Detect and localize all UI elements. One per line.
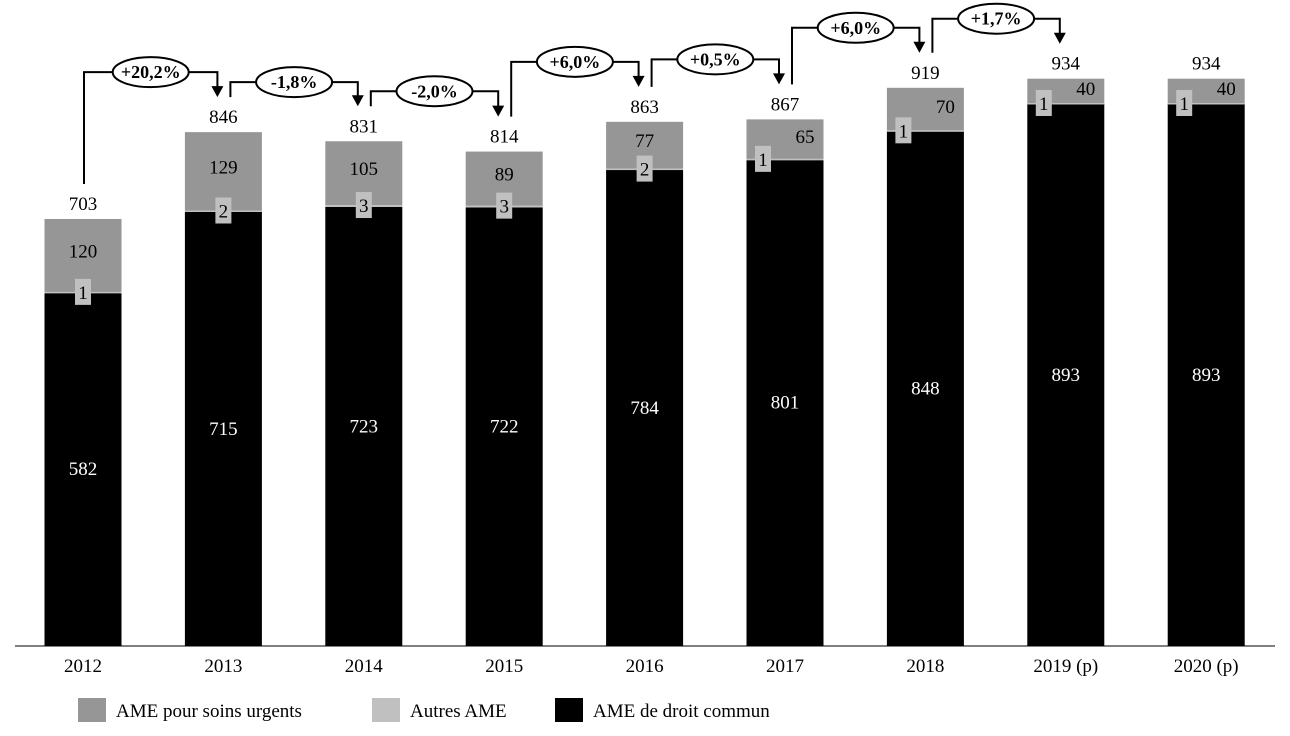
bar-segment-droit-commun [325, 206, 403, 647]
total-label: 814 [490, 127, 519, 148]
change-percent-label: -1,8% [271, 72, 318, 92]
bar-segment-autres [886, 130, 964, 132]
change-percent-label: +6,0% [830, 18, 881, 38]
change-badge [816, 11, 895, 44]
legend-swatch-droit-commun [555, 698, 583, 722]
data-label-urgents: 120 [69, 241, 98, 262]
arrow-down-icon [913, 41, 926, 53]
x-tick-label: 2019 (p) [1033, 656, 1098, 677]
bar-segment-droit-commun [606, 169, 684, 647]
bars-layer: 582 1 120 703 715 2 129 846 723 3 105 831 722 3 89 814 7… [44, 54, 1245, 647]
change-badge [111, 56, 190, 89]
x-tick-label: 2012 [64, 656, 102, 677]
data-label-box-autres [636, 155, 653, 182]
change-badge [535, 45, 614, 78]
legend-label-urgents: AME pour soins urgents [116, 701, 302, 722]
change-percent-label: +20,2% [121, 62, 181, 82]
change-percent-label: -2,0% [411, 81, 458, 101]
bar-segment-autres [1027, 102, 1105, 105]
data-label-box-autres [895, 117, 912, 144]
data-label-autres: 3 [359, 196, 369, 217]
data-label-droit-commun: 893 [1052, 365, 1081, 386]
data-label-urgents: 65 [796, 127, 815, 148]
bar-segment-autres [746, 158, 824, 161]
bar-segment-droit-commun [746, 159, 824, 647]
data-label-box-autres [755, 145, 771, 172]
x-tick-label: 2016 [626, 656, 664, 677]
change-badge [957, 2, 1036, 35]
x-tick-label: 2017 [766, 656, 804, 677]
data-label-urgents: 40 [1076, 79, 1095, 100]
x-tick-label: 2014 [345, 656, 384, 677]
data-label-urgents: 40 [1217, 79, 1236, 100]
data-label-droit-commun: 582 [69, 459, 98, 480]
data-label-autres: 1 [78, 283, 88, 304]
data-label-autres: 2 [640, 160, 650, 181]
data-label-box-autres [1035, 89, 1052, 116]
total-label: 846 [209, 107, 238, 128]
data-label-autres: 1 [1179, 94, 1189, 115]
total-label: 934 [1192, 54, 1221, 75]
x-tick-labels: 2012 2013 2014 2015 2016 2017 2018 2019 (p) 2020… [64, 656, 1239, 677]
data-label-urgents: 129 [209, 157, 238, 178]
data-label-box-autres [355, 192, 372, 219]
data-label-autres: 1 [899, 121, 909, 142]
arrow-down-icon [1053, 32, 1066, 44]
arrow-down-icon [211, 86, 224, 98]
data-label-droit-commun: 848 [911, 378, 940, 399]
data-label-urgents: 77 [635, 131, 654, 152]
data-label-urgents: 70 [936, 97, 955, 118]
bar-segment-droit-commun [184, 211, 262, 646]
data-label-droit-commun: 784 [630, 398, 659, 419]
arrow-down-icon [632, 75, 645, 87]
x-tick-label: 2013 [204, 656, 242, 677]
x-tick-label: 2018 [906, 656, 944, 677]
arrow-down-icon [351, 95, 364, 107]
arrow-down-icon [773, 73, 785, 85]
bar-segment-droit-commun [465, 207, 543, 646]
legend-label-autres: Autres AME [410, 701, 507, 722]
legend-label-droit-commun: AME de droit commun [593, 701, 770, 722]
data-label-droit-commun: 893 [1192, 365, 1221, 386]
data-label-box-autres [1176, 89, 1193, 116]
bar-segment-droit-commun [1027, 103, 1105, 646]
change-badge [676, 43, 755, 76]
x-tick-label: 2020 (p) [1174, 656, 1239, 677]
data-label-autres: 1 [758, 150, 768, 171]
bar-segment-droit-commun [886, 130, 964, 646]
total-label: 703 [69, 194, 98, 215]
change-percent-label: +1,7% [971, 9, 1022, 29]
bar-segment-droit-commun [1167, 103, 1245, 646]
total-label: 934 [1052, 54, 1081, 75]
data-label-autres: 2 [219, 201, 229, 222]
data-label-box-autres [215, 197, 232, 224]
data-label-autres: 3 [499, 197, 509, 218]
legend: AME pour soins urgents Autres AME AME de… [78, 698, 770, 722]
data-label-droit-commun: 722 [490, 417, 519, 438]
data-label-urgents: 105 [350, 159, 379, 180]
bar-segment-urgents [184, 132, 262, 211]
change-badge [395, 75, 474, 108]
data-label-box-autres [75, 278, 91, 305]
change-percent-label: +6,0% [550, 52, 601, 72]
change-badge [255, 66, 334, 99]
legend-swatch-autres [372, 698, 400, 722]
change-arrows-layer: +20,2% -1,8% -2,0% +6,0% +0,5% +6,0% +1,7% [83, 2, 1066, 184]
x-tick-label: 2015 [485, 656, 523, 677]
total-label: 863 [630, 97, 659, 118]
bar-segment-droit-commun [44, 292, 122, 646]
total-label: 831 [350, 116, 379, 137]
arrow-down-icon [492, 105, 505, 117]
total-label: 919 [911, 63, 940, 84]
data-label-urgents: 89 [495, 165, 514, 186]
change-percent-label: +0,5% [690, 49, 741, 69]
data-label-droit-commun: 801 [771, 393, 800, 414]
legend-swatch-urgents [78, 698, 106, 722]
data-label-box-autres [496, 192, 513, 219]
data-label-autres: 1 [1039, 94, 1049, 115]
data-label-droit-commun: 723 [350, 416, 379, 437]
data-label-droit-commun: 715 [209, 419, 238, 440]
bar-segment-autres [1167, 102, 1245, 105]
total-label: 867 [771, 94, 800, 115]
